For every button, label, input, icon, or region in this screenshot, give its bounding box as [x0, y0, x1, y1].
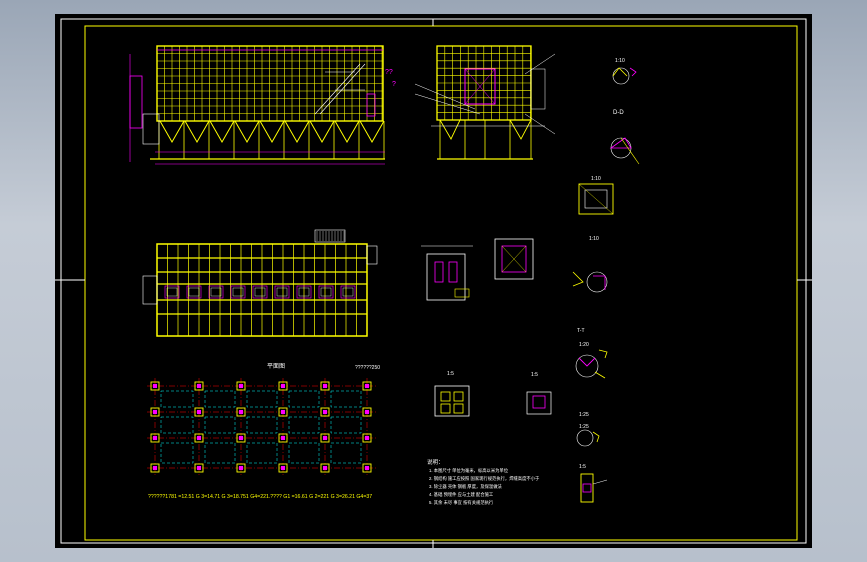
detail-column-base: 1:5 1:5 [434, 371, 552, 417]
section-label-4: 1:10 [589, 236, 599, 242]
note-line: 5. 其余 未尽 事宜 按有关规范执行 [429, 499, 494, 506]
section-label-5: T-T [577, 328, 585, 334]
note-line: 1. 本图尺寸 单位为毫米，标高以米为单位 [429, 467, 509, 474]
foundation-plan: 平面图 ??????250 ??????1781 =12.51 G 3=14.7… [147, 363, 380, 500]
top-plan-view [142, 229, 378, 337]
note-line: 2. 钢结构 施工应按照 国家现行规范执行，焊缝高度不小于 [429, 475, 540, 482]
drawing-frame [84, 25, 798, 541]
section-label-1: 1:10 [615, 58, 625, 64]
notes-title: 说明： [427, 458, 444, 466]
general-notes: 说明： 1. 本图尺寸 单位为毫米，标高以米为单位 2. 钢结构 施工应按照 国… [427, 458, 540, 506]
note-line: 3. 除尘器 壳体 钢板 厚度，及保温做法 [429, 483, 503, 490]
cad-canvas[interactable]: ?? ? 平面图 ???? [55, 14, 812, 548]
tag-t3: 1:5 [579, 464, 586, 470]
dimension-line: ??????1781 =12.51 G 3=14.71 G 3=18.751 G… [148, 494, 372, 500]
section-label-7: 1:25 [579, 412, 589, 418]
elevation-tag-top-mid: ? [392, 81, 396, 88]
elevation-tag-left: ?? [385, 69, 393, 76]
column-note: ??????250 [355, 365, 380, 371]
section-label-6: 1:20 [579, 342, 589, 348]
section-label-8: 1:25 [579, 424, 589, 430]
section-label-3: 1:10 [591, 176, 601, 182]
tag-t1: 1:5 [447, 371, 454, 377]
tag-t2: 1:5 [531, 372, 538, 378]
plan-title: 平面图 [267, 363, 285, 370]
side-elevation: ? [392, 45, 556, 160]
section-label-2: D-D [613, 110, 624, 116]
note-line: 4. 基础 预埋件 应与土建 配合施工 [429, 491, 494, 498]
cad-drawing-sheet[interactable]: ?? ? 平面图 ???? [55, 14, 812, 548]
detail-anchor-plate [421, 238, 534, 301]
front-elevation: ?? [129, 45, 393, 165]
section-details: 1:10 D-D 1:10 1:10 T-T 1:20 1:25 1:25 [572, 58, 640, 503]
